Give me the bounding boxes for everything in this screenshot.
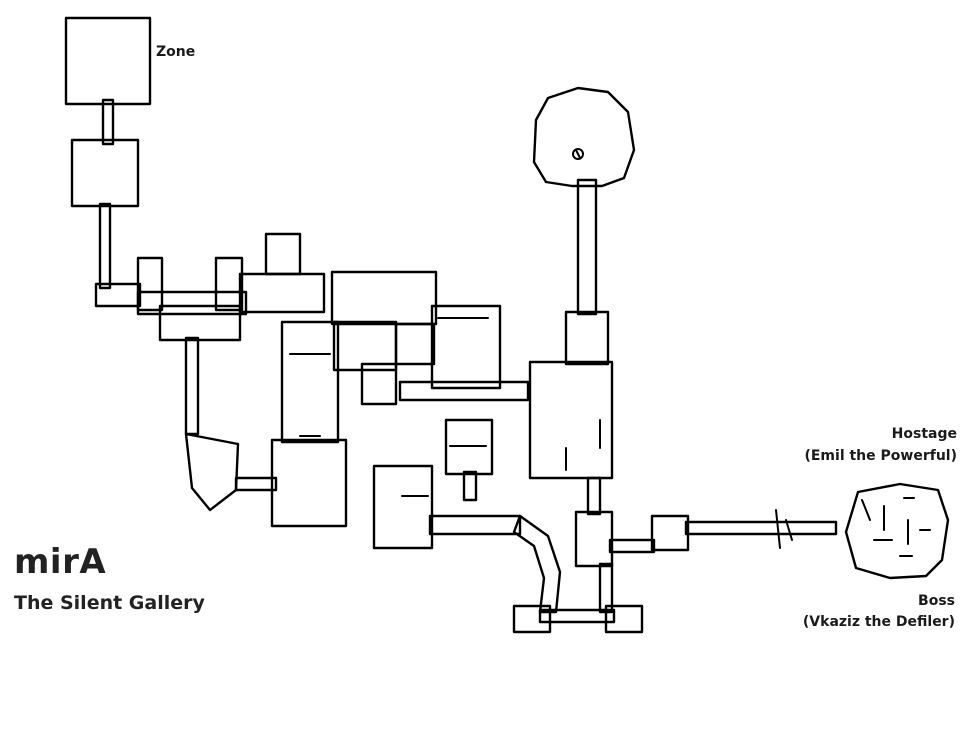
map-corridor bbox=[428, 514, 522, 536]
map-exit bbox=[604, 604, 644, 634]
map-room bbox=[214, 256, 244, 312]
map-room bbox=[372, 464, 434, 550]
hostage-name-label: (Emil the Powerful) bbox=[804, 448, 957, 464]
boss-title-label: Boss bbox=[918, 593, 955, 609]
map-corridor bbox=[136, 290, 248, 316]
map-corridor bbox=[684, 520, 838, 536]
map-room bbox=[430, 304, 502, 390]
map-corridor bbox=[398, 380, 530, 402]
map-small-room bbox=[264, 232, 302, 276]
map-room bbox=[270, 438, 348, 528]
map-walls bbox=[64, 16, 950, 634]
boss-name-label: (Vkaziz the Defiler) bbox=[802, 614, 955, 630]
map-room bbox=[136, 256, 164, 312]
map-hall-west bbox=[280, 320, 340, 444]
map-room bbox=[444, 418, 494, 476]
map-room bbox=[574, 510, 614, 568]
map-junction bbox=[94, 282, 142, 308]
map-well-mark bbox=[572, 148, 584, 160]
map-pillar-mark bbox=[861, 499, 871, 521]
map-door-mark bbox=[775, 509, 781, 549]
map-door-mark bbox=[785, 519, 793, 541]
map-top-cave bbox=[532, 86, 636, 188]
map-hall bbox=[330, 270, 438, 326]
map-room bbox=[360, 362, 398, 406]
map-curve-corridor bbox=[512, 514, 562, 614]
map-corridor bbox=[234, 476, 278, 492]
map-room bbox=[238, 272, 326, 314]
map-hall-east bbox=[528, 360, 614, 480]
map-pillar-mark bbox=[575, 149, 581, 159]
map-corridor bbox=[184, 336, 200, 436]
map-room bbox=[394, 322, 436, 366]
map-boss-cavern bbox=[844, 482, 950, 580]
hostage-title-label: Hostage bbox=[891, 426, 957, 442]
map-room bbox=[564, 310, 610, 366]
map-corridor bbox=[538, 608, 616, 624]
map-corridor bbox=[462, 470, 478, 502]
zone-label[interactable]: Zone bbox=[156, 44, 196, 60]
map-west-bulge bbox=[184, 432, 240, 512]
map-room bbox=[70, 138, 140, 208]
map-exit bbox=[512, 604, 552, 634]
region-title: mirA bbox=[14, 542, 107, 582]
map-corridor bbox=[576, 178, 598, 316]
map-title: The Silent Gallery bbox=[14, 592, 205, 614]
map-zone-room bbox=[64, 16, 152, 106]
map-corridor bbox=[586, 476, 602, 516]
map-corridor bbox=[101, 98, 115, 146]
map-room bbox=[650, 514, 690, 552]
map-corridor bbox=[98, 202, 112, 290]
map-details bbox=[289, 148, 931, 557]
map-room bbox=[158, 304, 242, 342]
map-corridor bbox=[608, 538, 656, 554]
